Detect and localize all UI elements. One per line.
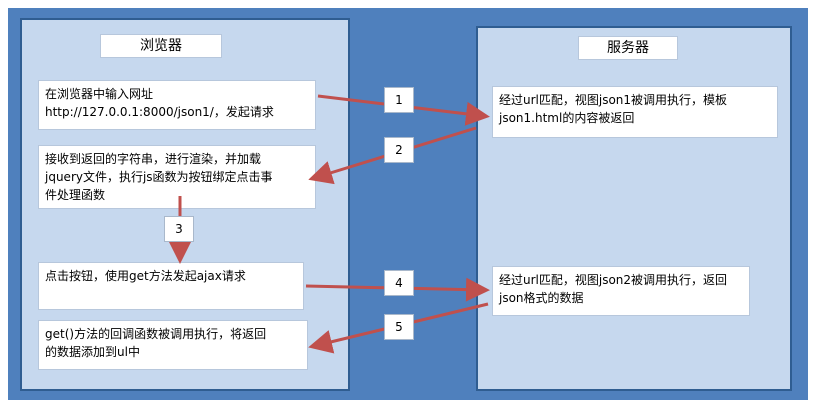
browser-title: 浏览器 [100, 34, 222, 58]
step-label-5: 5 [384, 314, 414, 340]
browser-step-box-callback: get()方法的回调函数被调用执行，将返回 的数据添加到ul中 [38, 320, 308, 370]
step-label-1: 1 [384, 87, 414, 113]
browser-step-box-enter-url: 在浏览器中输入网址 http://127.0.0.1:8000/json1/，发… [38, 80, 316, 130]
step-label-4: 4 [384, 270, 414, 296]
step-label-2: 2 [384, 137, 414, 163]
server-panel [476, 26, 792, 391]
server-title: 服务器 [578, 36, 678, 60]
server-step-box-json1: 经过url匹配，视图json1被调用执行，模板 json1.html的内容被返回 [492, 86, 778, 138]
step-label-3: 3 [164, 216, 194, 242]
browser-step-box-click-button: 点击按钮，使用get方法发起ajax请求 [38, 262, 304, 310]
server-step-box-json2: 经过url匹配，视图json2被调用执行，返回 json格式的数据 [492, 266, 750, 316]
browser-step-box-render-page: 接收到返回的字符串，进行渲染，并加载 jquery文件，执行js函数为按钮绑定点… [38, 145, 316, 209]
